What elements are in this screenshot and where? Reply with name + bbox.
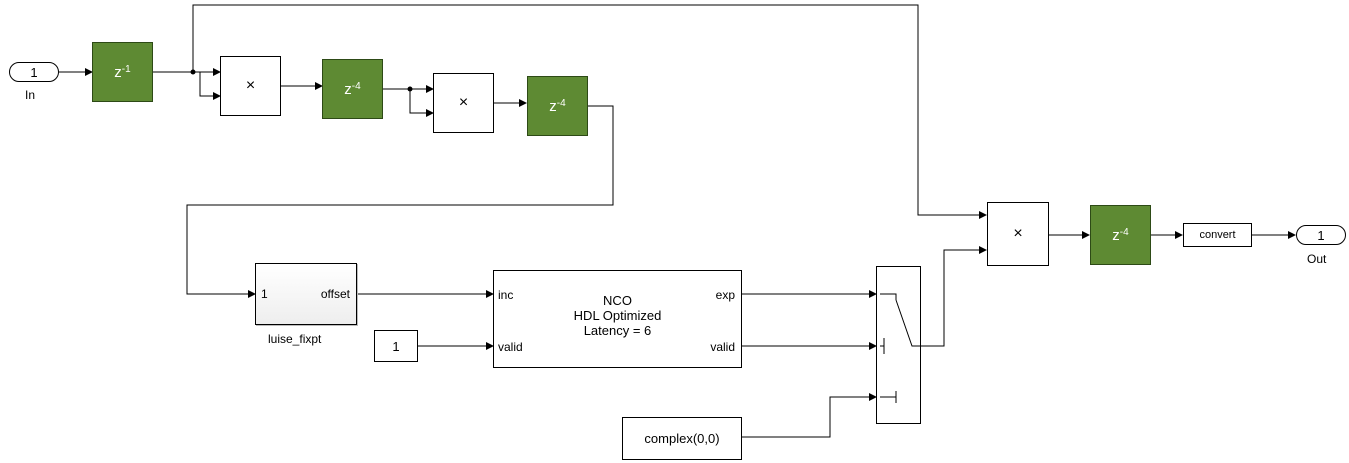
delay-4-z: z (1112, 226, 1120, 244)
product-block-1[interactable]: × (220, 56, 281, 116)
nco-valid-out-port: valid (710, 340, 735, 354)
delay-1-z: z (114, 63, 122, 81)
outport-label: Out (1307, 252, 1327, 266)
delay-1-exp: -1 (121, 63, 131, 75)
branch-dot-1 (190, 69, 196, 75)
outport-number: 1 (1317, 227, 1325, 243)
wire-branch1-mult1b (199, 72, 221, 100)
convert-label: convert (1199, 229, 1236, 241)
delay-block-2[interactable]: z-4 (322, 59, 383, 119)
delay-block-4[interactable]: z-4 (1090, 205, 1151, 265)
product-3-symbol: × (1013, 225, 1023, 242)
nco-inc-port: inc (498, 288, 514, 302)
luise-fixpt-label: luise_fixpt (268, 332, 322, 346)
nco-valid-in-port: valid (498, 340, 523, 354)
switch-block[interactable] (876, 266, 921, 424)
wire-branch1-up (192, 4, 987, 219)
product-block-2[interactable]: × (433, 73, 494, 133)
product-1-symbol: × (245, 77, 256, 94)
inport-label: In (25, 88, 36, 102)
inport-number: 1 (30, 64, 38, 80)
delay-block-1[interactable]: z-1 (92, 42, 153, 102)
constant-valid-value: 1 (392, 338, 400, 354)
delay-2-exp: -4 (351, 80, 361, 92)
luise-fixpt-subsystem[interactable]: 1 offset (255, 263, 357, 325)
constant-valid-block[interactable]: 1 (374, 330, 418, 362)
switch-contacts (880, 293, 921, 403)
delay-block-3[interactable]: z-4 (527, 76, 588, 136)
product-2-symbol: × (458, 94, 469, 111)
nco-line-2: HDL Optimized (573, 308, 662, 323)
delay-4-exp: -4 (1119, 226, 1129, 238)
convert-block[interactable]: convert (1183, 223, 1252, 247)
nco-exp-port: exp (715, 288, 735, 302)
product-block-3[interactable]: × (987, 202, 1049, 266)
wire-complex-to-switch (742, 393, 877, 438)
branch-dot-2 (407, 86, 413, 92)
delay-3-z: z (549, 97, 557, 115)
constant-complex-value: complex(0,0) (644, 431, 720, 446)
outport-out[interactable]: 1 (1296, 225, 1346, 245)
wire-switch-to-mult3 (921, 246, 987, 347)
constant-complex-block[interactable]: complex(0,0) (622, 417, 742, 460)
delay-3-exp: -4 (556, 97, 566, 109)
inport-in[interactable]: 1 (9, 62, 59, 82)
luise-out-pin: offset (320, 287, 350, 301)
wire-branch2-mult2b (409, 89, 434, 117)
luise-in-pin: 1 (261, 287, 268, 301)
nco-line-3: Latency = 6 (583, 323, 652, 338)
wire-delay3-to-luise (186, 105, 614, 298)
delay-2-z: z (344, 80, 352, 98)
nco-title: NCO HDL Optimized Latency = 6 (494, 293, 741, 338)
nco-line-1: NCO (603, 293, 632, 308)
nco-hdl-block[interactable]: inc valid exp valid NCO HDL Optimized La… (493, 270, 742, 368)
